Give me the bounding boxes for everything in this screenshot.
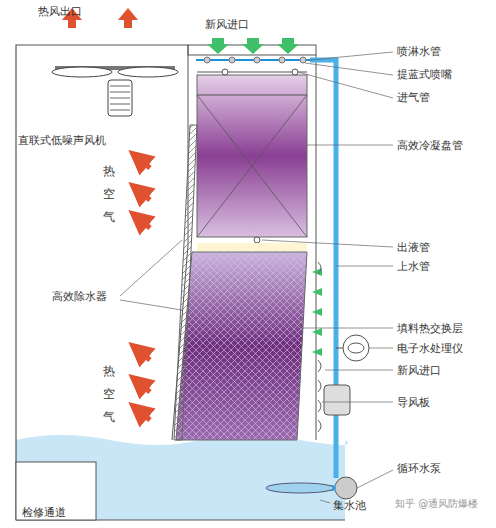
part-label: 循环水泵 bbox=[397, 462, 441, 475]
part-label: 高效冷凝盘管 bbox=[397, 139, 463, 152]
part-label: 提蓝式喷嘴 bbox=[397, 68, 452, 81]
part-label: 上水管 bbox=[397, 260, 430, 273]
outlet-label: 热风出口 bbox=[38, 5, 82, 18]
part-label: 检修通道 bbox=[22, 506, 66, 519]
part-label: 电子水处理仪 bbox=[397, 342, 463, 355]
part-label: 集水池 bbox=[333, 499, 366, 512]
inlet-label: 新风进口 bbox=[205, 18, 249, 31]
fan-label: 直联式低噪声风机 bbox=[18, 134, 106, 147]
part-label: 导风板 bbox=[397, 396, 430, 409]
part-label: 喷淋水管 bbox=[397, 45, 441, 58]
part-label: 进气管 bbox=[397, 91, 430, 104]
inlet-label: 新风进口 bbox=[397, 364, 441, 377]
airflow-label: 热空气 bbox=[103, 360, 115, 428]
part-label: 填料热交换层 bbox=[397, 322, 463, 335]
airflow-label: 热空气 bbox=[103, 160, 115, 228]
part-label: 高效除水器 bbox=[52, 290, 107, 303]
watermark: 知乎 @通风防爆楼 bbox=[395, 498, 478, 510]
part-label: 出液管 bbox=[397, 241, 430, 254]
